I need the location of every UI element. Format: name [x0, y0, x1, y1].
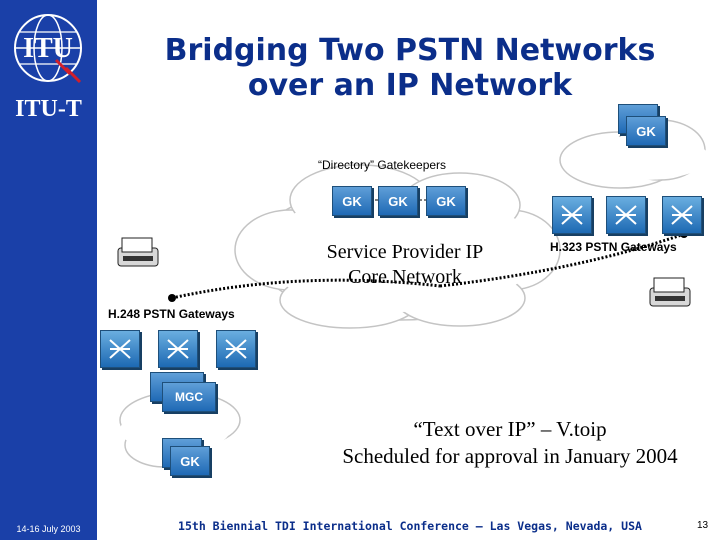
h248-gateway-2 [158, 330, 198, 368]
left-endpoint [168, 294, 176, 302]
core-line-2: Core Network [348, 266, 462, 288]
left-terminal-icon [117, 237, 159, 267]
right-terminal-icon [649, 277, 691, 307]
h248-gateway-1 [100, 330, 140, 368]
h248-gateway-3 [216, 330, 256, 368]
directory-gatekeepers-label: “Directory” Gatekeepers [318, 158, 447, 172]
logo-text: ITU [23, 33, 73, 64]
title-line-1: Bridging Two PSTN Networks [164, 33, 656, 68]
right-network-gk: GK [626, 116, 666, 146]
h323-gateway-3 [662, 196, 702, 234]
sidebar: ITU ITU-T 14-16 July 2003 [0, 0, 97, 540]
mgc: MGC [162, 382, 216, 412]
core-network-text: Service Provider IP Core Network [300, 240, 510, 290]
directory-gk-2: GK [378, 186, 418, 216]
h323-gateway-2 [606, 196, 646, 234]
left-connection [171, 278, 441, 300]
itu-globe-logo: ITU [14, 14, 82, 84]
title-line-2: over an IP Network [247, 67, 573, 103]
page-number: 13 [697, 520, 709, 531]
footer: 15th Biennial TDI International Conferen… [178, 519, 642, 533]
left-network-gk: GK [170, 446, 210, 476]
h248-gateways-label: H.248 PSTN Gateways [108, 307, 235, 321]
directory-gk-3: GK [426, 186, 466, 216]
directory-gk-1: GK [332, 186, 372, 216]
h323-gateway-1 [552, 196, 592, 234]
org-label: ITU-T [15, 96, 82, 122]
conference-date: 14-16 July 2003 [16, 524, 81, 534]
slide-title: Bridging Two PSTN Networks over an IP Ne… [130, 33, 690, 104]
right-connection [439, 232, 685, 288]
text-over-ip-line-1: “Text over IP” – V.toip [413, 417, 607, 441]
core-line-1: Service Provider IP [326, 241, 484, 263]
text-over-ip-line-2: Scheduled for approval in January 2004 [342, 444, 678, 468]
h323-gateways-label: H.323 PSTN Gateways [550, 240, 677, 254]
